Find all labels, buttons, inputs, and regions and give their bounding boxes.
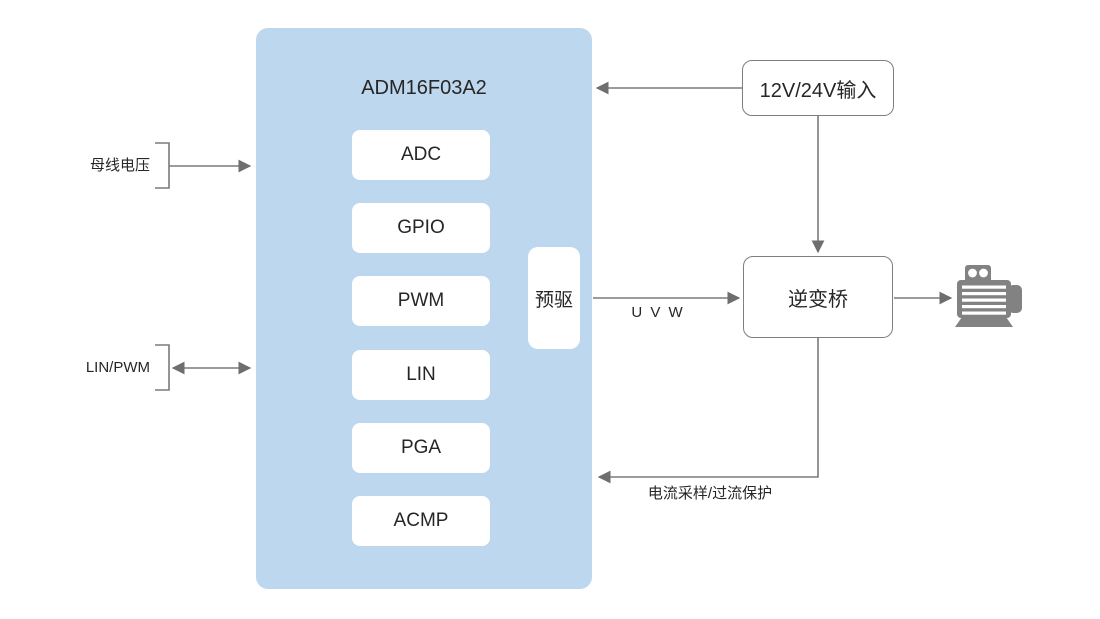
- chip-function-block-pwm: PWM: [352, 276, 490, 326]
- chip-function-block-adc: ADC: [352, 130, 490, 180]
- current-feedback-label: 电流采样/过流保护: [647, 485, 773, 502]
- power-input-box: 12V/24V输入: [742, 60, 894, 116]
- chip-function-block-lin: LIN: [352, 350, 490, 400]
- lin-pwm-bracket: [155, 344, 170, 391]
- chip-function-block-gpio: GPIO: [352, 203, 490, 253]
- chip-title: ADM16F03A2: [361, 76, 487, 99]
- uvw-label: U V W: [631, 304, 685, 321]
- inverter-bridge-box: 逆变桥: [743, 256, 893, 338]
- chip-function-block-acmp: ACMP: [352, 496, 490, 546]
- lin-pwm-label: LIN/PWM: [85, 359, 150, 376]
- predriver-block: 预驱: [528, 247, 580, 349]
- motor-icon: [955, 265, 1022, 327]
- current-feedback-arrow: [597, 338, 819, 484]
- chip-function-block-pga: PGA: [352, 423, 490, 473]
- bus-voltage-bracket: [155, 142, 170, 189]
- bus-voltage-label: 母线电压: [89, 157, 150, 174]
